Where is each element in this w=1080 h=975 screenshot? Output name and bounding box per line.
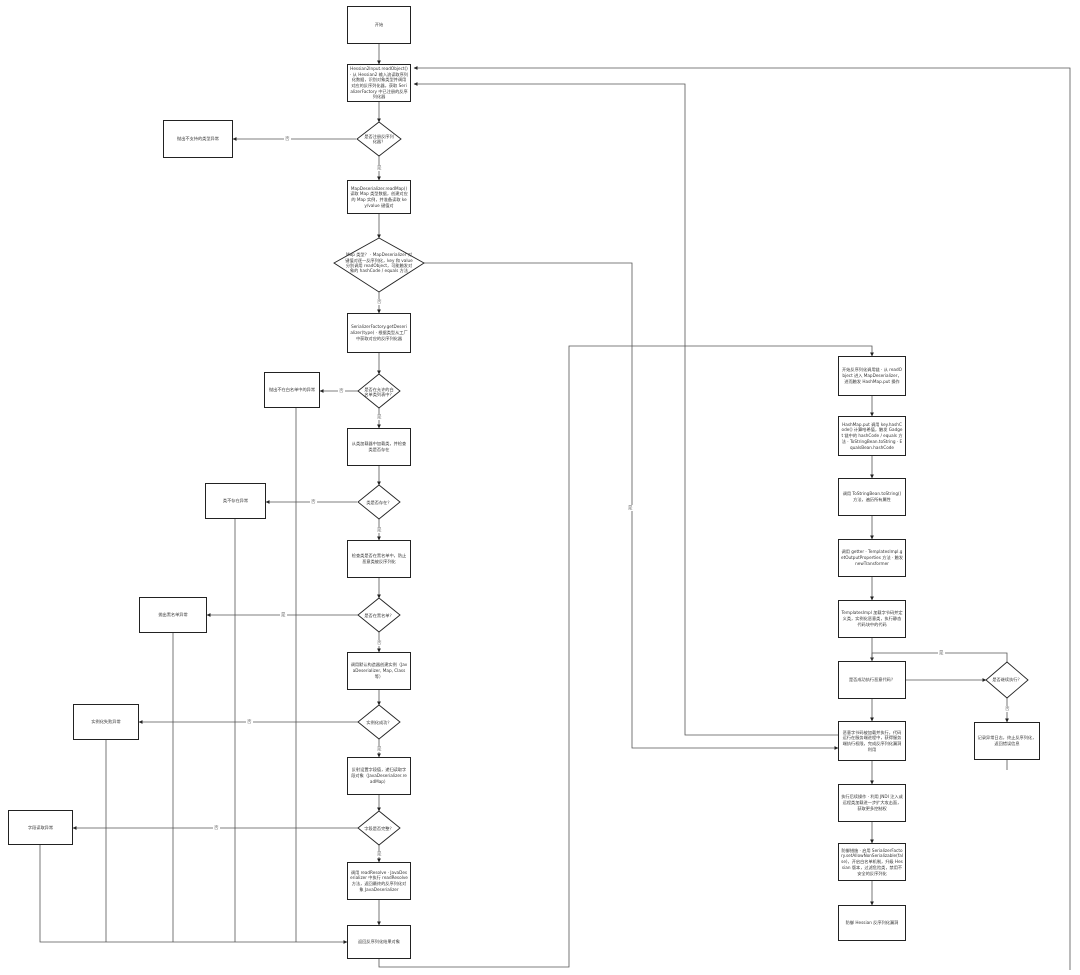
- right-step-3: 调用 ToStringBean.toString() 方法，遍历所有属性: [838, 478, 906, 516]
- edge-label-no: 否: [376, 299, 383, 305]
- right-step-8: 记录异常日志，终止反序列化，返回错误信息: [974, 722, 1040, 760]
- check-exists-label: 类是否存在？: [366, 500, 392, 506]
- check-map-label: Map 类型？ · MapDeserializer 对键值对逐一反序列化，key…: [345, 252, 413, 274]
- right-step-4: 调用 getter · TemplatesImpl.getOutputPrope…: [838, 539, 906, 577]
- edge-label-yes: 是: [376, 851, 383, 857]
- right-check-label: 是否继续执行？: [992, 677, 1022, 683]
- reject-instance: 实例化失败异常: [73, 704, 139, 740]
- edge-label-no: 否: [376, 640, 383, 646]
- edge-label-no: 否: [213, 825, 220, 831]
- edge-label-no: 否: [1004, 706, 1011, 712]
- edge-label-yes: 是: [280, 612, 287, 618]
- right-step-9: 执行后续操作 · 利用 JNDI 注入或远程类加载进一步扩大攻击面，获取更多控制…: [838, 784, 906, 822]
- edge-label-no: 否: [310, 499, 317, 505]
- edge-label-no: 否: [246, 719, 253, 725]
- edge-reject-fields-to-end: [39, 845, 348, 944]
- edge-label-no: 否: [284, 136, 291, 142]
- right-step-1: 开始反序列化调用链 · 从 readObject 进入 MapDeseriali…: [838, 356, 906, 396]
- diamond-r-check: [985, 661, 1029, 699]
- check-type-label: 是否注册反序列化器？: [364, 133, 394, 144]
- reject-missing: 类不存在异常: [205, 483, 266, 519]
- check-allow-label: 是否在允许的白名单类列表中？: [364, 386, 394, 397]
- step-instance: 调用默认构造器创建实例（JavaDeserializer, Map, Class…: [347, 652, 411, 690]
- start-node: 开始: [347, 6, 411, 44]
- edge-end-to-right: [378, 345, 874, 968]
- reject-blacklist: 抛出黑名单异常: [139, 597, 207, 633]
- diamond-check-blacklist: [357, 597, 401, 633]
- reject-fields: 字段读取异常: [8, 810, 73, 845]
- edge-label-no: 是: [376, 165, 383, 171]
- step-fields: 反射设置字段值，递归读取字段对象（JavaDeserializer.readMa…: [347, 757, 411, 795]
- edge-label-no: 否: [338, 388, 345, 394]
- right-step-10: 防御措施 · 启用 SerializerFactory.setAllowNonS…: [838, 843, 906, 881]
- diamond-check-fields: [357, 810, 401, 846]
- edge-label-yes: 是: [627, 505, 634, 511]
- edge-label-yes: 是: [376, 527, 383, 533]
- right-step-2: HashMap.put 调用 key.hashCode() 计算哈希值，触发 G…: [838, 416, 906, 456]
- diamond-check-type: [356, 121, 402, 157]
- reject-unsupported: 抛出不支持的类型异常: [163, 120, 233, 158]
- edge-label-yes: 是: [938, 650, 945, 656]
- right-step-5: TemplatesImpl 加载字节码并定义类，实例化恶意类，执行静态代码块中的…: [838, 600, 906, 638]
- edge-label-yes: 是: [376, 414, 383, 420]
- end-node: 返回反序列化结果对象: [347, 925, 411, 959]
- diamond-check-map: [333, 237, 425, 293]
- right-step-6: 是否成功执行恶意代码？: [838, 661, 906, 699]
- step-resolve: 调用 readResolve · JavaDeserializer 中执行 re…: [347, 862, 411, 900]
- diamond-check-allow: [357, 373, 401, 409]
- check-blacklist-label: 是否在黑名单？: [364, 613, 394, 619]
- step-map-reader: MapDeserializer.readMap() 读取 Map 类型数据，创建…: [347, 180, 411, 214]
- check-instance-label: 实例化成功？: [366, 720, 392, 726]
- check-fields-label: 字段是否完整？: [364, 826, 394, 832]
- right-step-7: 恶意字节码被加载并执行，代码运行在服务端进程中，获得服务端执行权限，完成反序列化…: [838, 721, 906, 761]
- step-deserialize: Hessian2Input.readObject() · 从 Hessian2 …: [347, 64, 411, 102]
- step-factory: SerializerFactory.getDeserializer(type) …: [347, 313, 411, 353]
- diamond-check-instance: [357, 704, 401, 740]
- step-check-blacklist: 检查类是否在黑名单中，防止恶意类被反序列化: [347, 540, 411, 578]
- diamond-check-exists: [357, 484, 401, 520]
- right-step-11: 防御 Hessian 反序列化漏洞: [838, 905, 906, 941]
- step-load-class: 从类加载器中加载类，并检查类是否存在: [347, 428, 411, 466]
- edge-label-yes: 是: [376, 746, 383, 752]
- edge-outer-loop-to-top: [413, 66, 1071, 970]
- reject-whitelist: 抛出不在白名单中的异常: [264, 372, 320, 408]
- edge-r7-to-top-inner: [413, 82, 838, 736]
